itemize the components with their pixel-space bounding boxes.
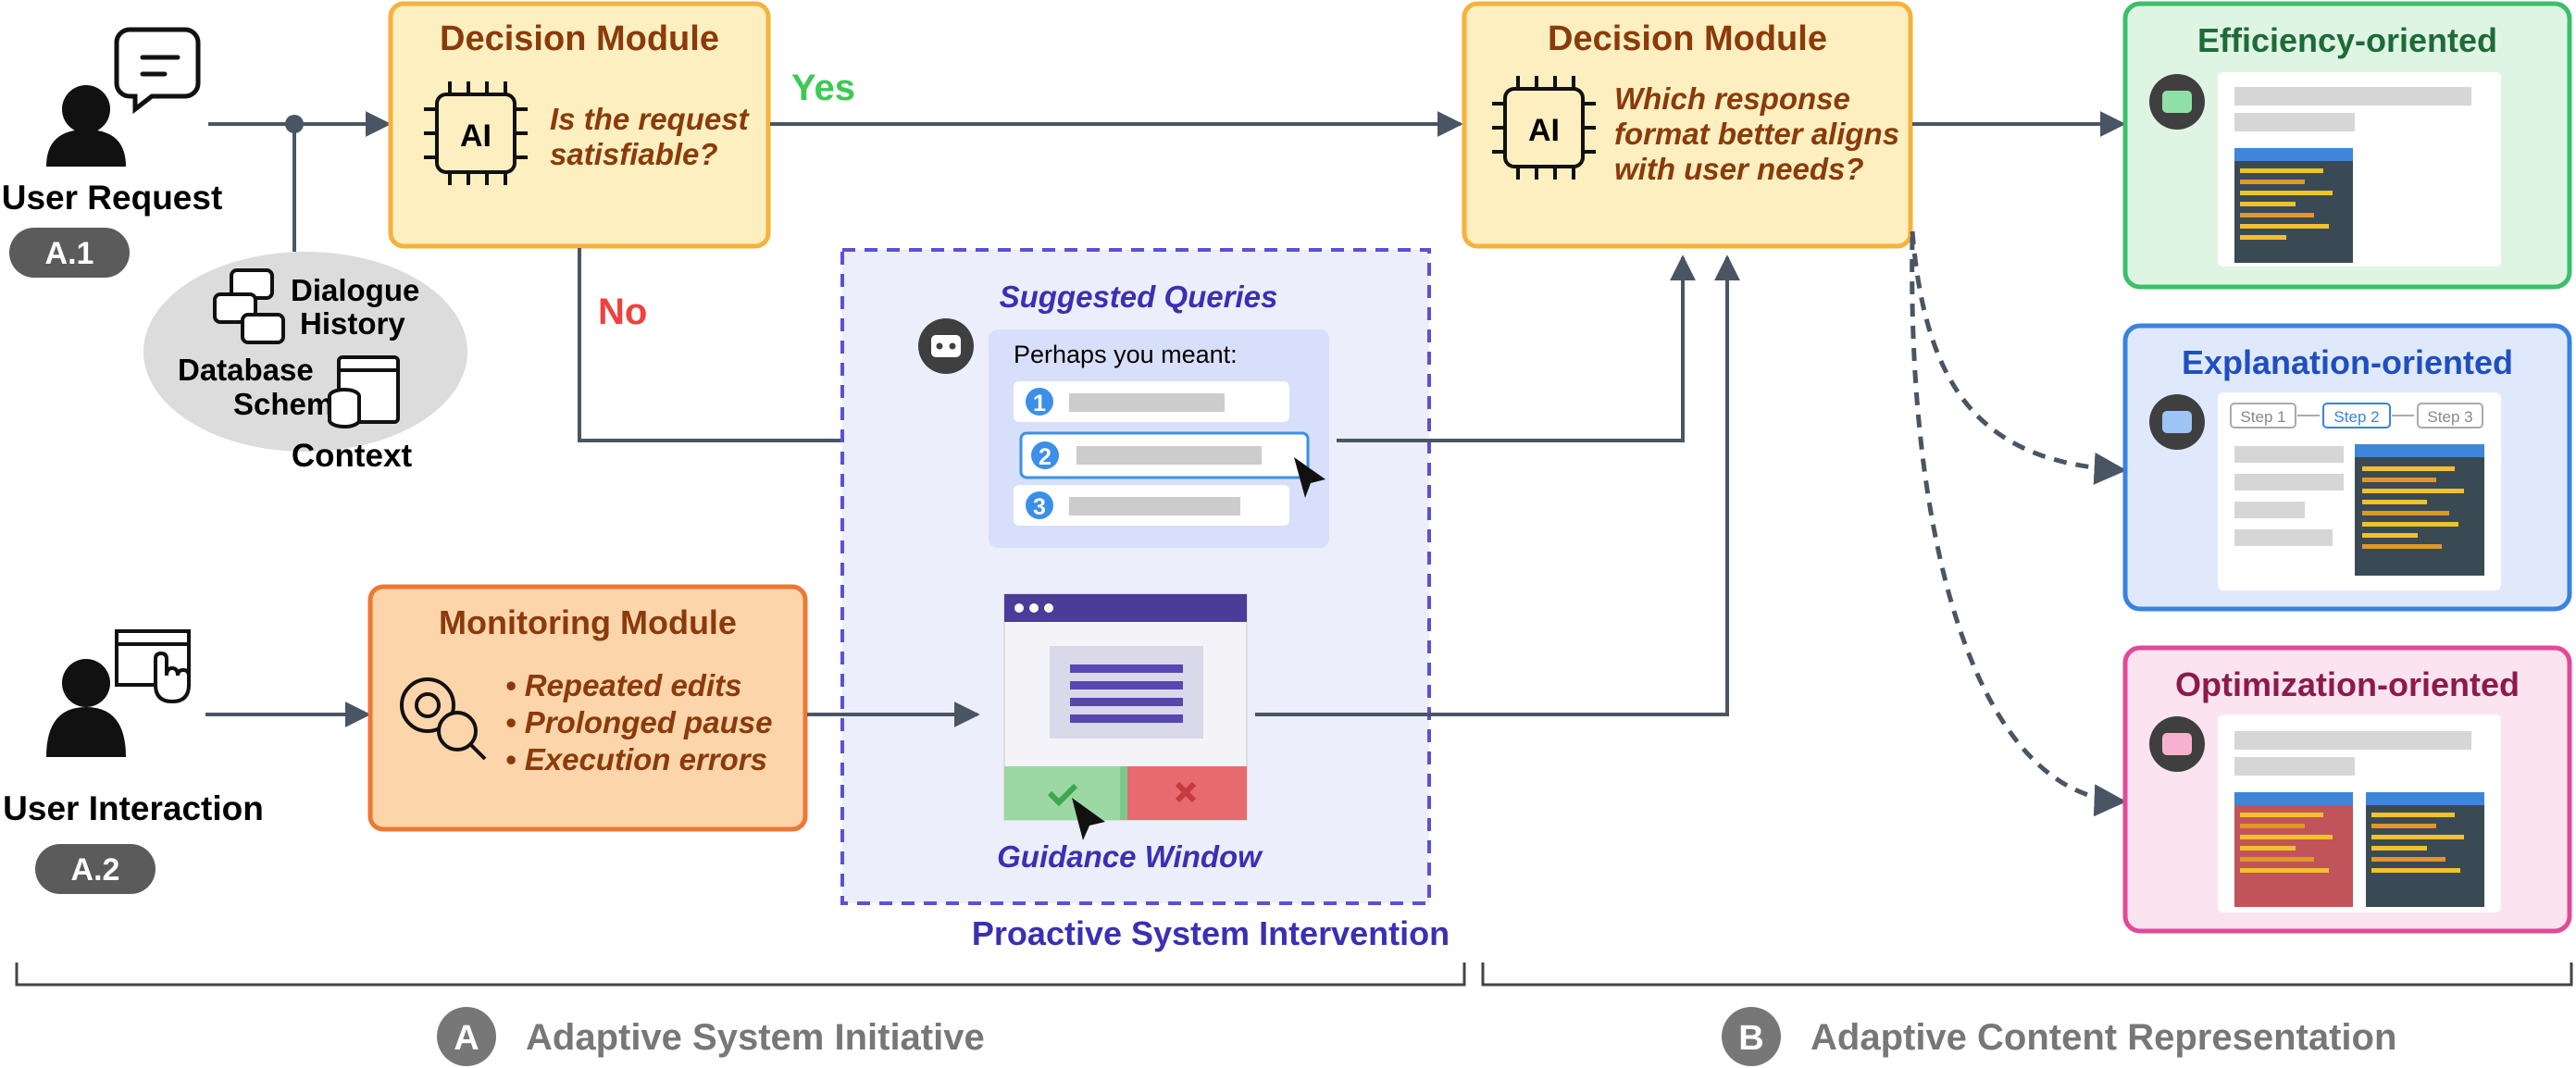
context-label: Context [292, 438, 413, 474]
ai-chip-text: AI [460, 118, 492, 154]
database-icon [328, 355, 400, 428]
suggested-to-decision-arrow [1337, 255, 1696, 442]
cursor-icon [1294, 457, 1325, 498]
guidance-window-title: Guidance Window [997, 839, 1263, 874]
section-a-letter: A [454, 1019, 479, 1058]
bot-icon-blue [2149, 394, 2205, 450]
edge-yes-label: Yes [791, 68, 855, 108]
explanation-title: Explanation-oriented [2182, 343, 2513, 381]
bracket-b [1481, 962, 2573, 987]
guidance-to-decision-arrow [1255, 255, 1740, 716]
proactive-label: Proactive System Intervention [972, 914, 1450, 952]
code-window-red [2234, 792, 2353, 907]
section-b-letter: B [1738, 1019, 1763, 1058]
decision-1-question-2: satisfiable? [550, 137, 718, 171]
monitoring-module-title: Monitoring Module [439, 603, 737, 641]
user-request-icon [46, 27, 201, 167]
check-icon [1047, 783, 1078, 807]
user-request-label: User Request [2, 179, 223, 217]
suggestion-2[interactable]: 2 [1019, 431, 1310, 479]
decision-2-question-3: with user needs? [1614, 152, 1864, 186]
dialogue-label-1: Dialogue [291, 273, 419, 307]
efficiency-title: Efficiency-oriented [2197, 21, 2497, 59]
suggested-queries-title: Suggested Queries [1000, 279, 1278, 314]
ai-chip-icon [424, 81, 528, 185]
decision-module-1-title: Decision Module [440, 19, 719, 58]
user-interaction-label: User Interaction [3, 789, 264, 827]
accept-button[interactable] [1004, 766, 1120, 820]
monitoring-gear-icon [400, 677, 487, 761]
decision-module-2-title: Decision Module [1548, 19, 1827, 58]
section-a-badge [437, 1007, 496, 1066]
suggestion-3[interactable]: 3 [1014, 485, 1289, 526]
dialogue-label-2: History [300, 306, 405, 341]
optimization-arrow [1910, 236, 2127, 817]
x-icon [1175, 781, 1197, 803]
suggestion-2-number: 2 [1039, 444, 1052, 470]
schema-label-1: Database [178, 353, 314, 387]
explanation-arrow [1910, 230, 2127, 485]
code-window-blue [2355, 444, 2484, 576]
edge-no-label: No [598, 292, 647, 332]
suggestion-1[interactable]: 1 [1014, 381, 1289, 422]
decision-2-question-2: format better aligns [1614, 117, 1899, 151]
step-2: Step 2 [2333, 408, 2379, 426]
section-b-label: Adaptive Content Representation [1811, 1017, 2396, 1058]
decision-2-question-1: Which response [1614, 81, 1850, 116]
user-interaction-icon [46, 629, 191, 757]
guidance-window [1003, 593, 1248, 840]
bot-icon-green [2149, 74, 2205, 130]
ai-chip-text-2: AI [1528, 113, 1560, 148]
badge-a2 [35, 844, 156, 894]
cursor-icon-2 [1072, 798, 1105, 840]
badge-a1 [9, 228, 130, 278]
suggestion-3-number: 3 [1033, 494, 1046, 520]
suggested-prompt: Perhaps you meant: [1014, 341, 1238, 368]
section-a-label: Adaptive System Initiative [526, 1017, 985, 1058]
monitoring-module [367, 584, 808, 832]
monitoring-item-1: • Repeated edits [505, 668, 741, 702]
code-window-green [2234, 148, 2353, 263]
code-window-dark [2366, 792, 2484, 907]
section-b-badge [1722, 1007, 1781, 1066]
suggestion-1-number: 1 [1033, 391, 1046, 416]
ai-chip-icon-2 [1492, 76, 1596, 180]
bot-icon [918, 318, 974, 374]
step-3: Step 3 [2427, 408, 2472, 426]
decision-1-question-1: Is the request [550, 102, 751, 136]
decision-module-2 [1462, 1, 1913, 249]
monitoring-item-2: • Prolonged pause [505, 705, 772, 739]
bot-icon-pink [2149, 716, 2205, 772]
badge-a1-text: A.1 [45, 236, 94, 271]
dialogue-icon [213, 268, 285, 344]
monitoring-item-3: • Execution errors [505, 742, 767, 776]
bracket-a [15, 962, 1466, 987]
step-1: Step 1 [2240, 408, 2285, 426]
badge-a2-text: A.2 [71, 852, 120, 888]
optimization-title: Optimization-oriented [2175, 665, 2520, 703]
decision-module-1 [388, 1, 771, 249]
